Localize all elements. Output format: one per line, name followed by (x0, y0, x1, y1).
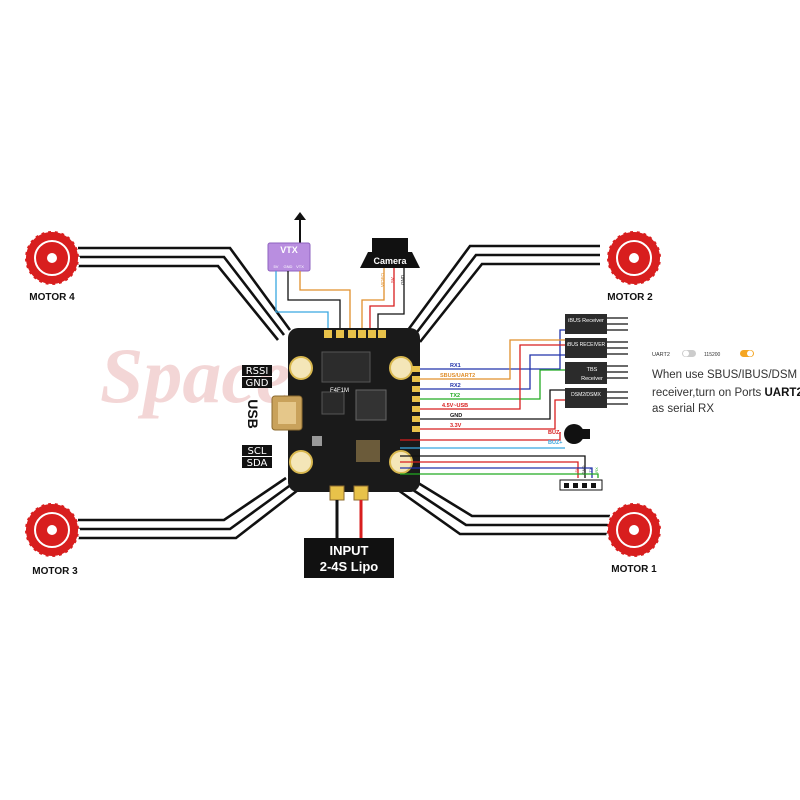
camera-module: Camera VIDEO 5V GND (360, 238, 420, 287)
receiver-tbs-1: TBS (587, 367, 598, 373)
receiver-ibus-2: iBUS RECEIVER (567, 342, 606, 348)
wire-gnd: GND (450, 413, 462, 419)
receiver-dsm: DSM2/DSMX (571, 392, 601, 398)
wire-33v: 3.3V (450, 423, 462, 429)
note-line-2-bold: UART2 (765, 387, 800, 399)
note-line-2-text: receiver,turn on Ports (652, 387, 765, 399)
wire-sbus: SBUS/UART2 (440, 373, 475, 379)
wire-tx2: TX2 (450, 393, 460, 399)
input-line-2: 2-4S Lipo (320, 559, 379, 574)
camera-pin-gnd: GND (400, 274, 405, 285)
power-input: INPUT 2-4S Lipo (304, 500, 394, 578)
scl-label: SCL (248, 446, 267, 457)
motor-1: MOTOR 1 (606, 502, 662, 575)
uart-toggle-label: UART2 (652, 352, 670, 358)
receivers: iBUS Receiver iBUS RECEIVER TBS Receiver… (565, 314, 628, 408)
note-line-2: receiver,turn on Ports UART2 (652, 387, 800, 399)
buzzer (564, 424, 590, 444)
usb-label: USB (245, 399, 261, 429)
camera-label: Camera (373, 256, 407, 266)
note-line-1: When use SBUS/IBUS/DSM (652, 369, 797, 381)
sda-label: SDA (247, 458, 268, 469)
top-wires (275, 268, 405, 330)
camera-pin-5v: 5V (390, 277, 395, 283)
board-text: F4F1M (330, 388, 349, 394)
wire-rx1: RX1 (450, 363, 461, 369)
receiver-tbs-2: Receiver (581, 376, 603, 382)
signal-wires (400, 329, 599, 478)
gps-connector: GND 5V TX RX (559, 465, 603, 491)
camera-pin-video: VIDEO (380, 273, 385, 288)
gnd-label: GND (246, 378, 269, 389)
motor-3-label: MOTOR 3 (32, 566, 78, 577)
flight-controller: F4F1M (271, 328, 420, 501)
motor-2: MOTOR 2 (606, 230, 662, 303)
wire-buz-minus: BUZ- (548, 430, 561, 436)
uart-note: UART2 115200 When use SBUS/IBUS/DSM rece… (652, 350, 800, 415)
wire-rx2: RX2 (450, 383, 461, 389)
motor-4-label: MOTOR 4 (29, 292, 75, 303)
vtx-module: VTX 5V GND VTX (267, 212, 311, 272)
gps-pin-tx: TX (588, 467, 593, 472)
note-line-3: as serial RX (652, 403, 714, 415)
left-pad-labels: RSSI GND USB SCL SDA (242, 365, 272, 469)
vtx-label: VTX (280, 245, 298, 255)
input-line-1: INPUT (330, 543, 369, 558)
rssi-label: RSSI (246, 366, 269, 377)
motor-4: MOTOR 4 (24, 230, 80, 303)
vtx-pin-2: GND (284, 264, 293, 269)
uart-toggle-value: 115200 (704, 352, 721, 358)
gps-pin-gnd: GND (581, 465, 586, 474)
wire-45v: 4.5V~USB (442, 403, 468, 409)
motor-2-label: MOTOR 2 (607, 292, 653, 303)
motor-1-label: MOTOR 1 (611, 564, 657, 575)
receiver-ibus-1: iBUS Receiver (568, 318, 604, 324)
motor-3: MOTOR 3 (24, 502, 80, 577)
motor-wires (78, 244, 610, 540)
wire-labels: RX1 SBUS/UART2 RX2 TX2 4.5V~USB GND 3.3V… (440, 363, 563, 446)
gps-pin-5v: 5V (574, 467, 579, 472)
wire-buz-plus: BUZ+ (548, 440, 563, 446)
vtx-pin-1: 5V (274, 264, 279, 269)
gps-pin-rx: RX (594, 467, 599, 473)
vtx-pin-3: VTX (296, 264, 304, 269)
